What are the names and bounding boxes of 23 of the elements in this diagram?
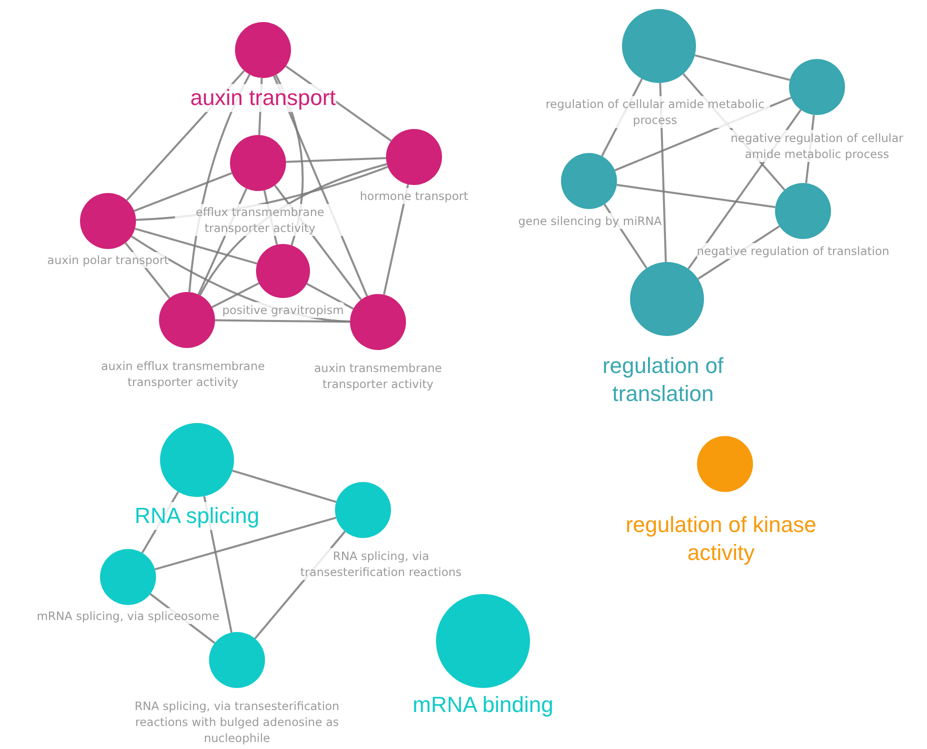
connector-line bbox=[134, 172, 232, 212]
term-label: efflux transmembrane transporter activity bbox=[175, 204, 345, 236]
connector-line bbox=[306, 282, 354, 310]
term-circle bbox=[235, 22, 291, 78]
term-label: positive gravitropism bbox=[222, 302, 344, 318]
connector-line bbox=[154, 516, 336, 570]
term-circle bbox=[256, 244, 310, 298]
term-circle bbox=[80, 193, 136, 249]
term-label: auxin polar transport bbox=[47, 252, 169, 268]
term-label: mRNA splicing, via spliceosome bbox=[36, 608, 220, 624]
connector-line bbox=[694, 54, 790, 81]
group-label: auxin transport bbox=[190, 84, 336, 112]
term-label: hormone transport bbox=[360, 188, 468, 204]
term-label: negative regulation of translation bbox=[696, 243, 890, 259]
term-label: gene silencing by miRNA bbox=[518, 213, 662, 229]
connector-line bbox=[286, 157, 386, 163]
connector-line bbox=[616, 184, 776, 208]
connector-line bbox=[232, 470, 336, 503]
connector-line bbox=[211, 282, 260, 308]
group-label: RNA splicing bbox=[134, 502, 260, 530]
term-circle bbox=[561, 153, 617, 209]
connector-line bbox=[214, 319, 350, 323]
connector-line bbox=[134, 228, 258, 265]
